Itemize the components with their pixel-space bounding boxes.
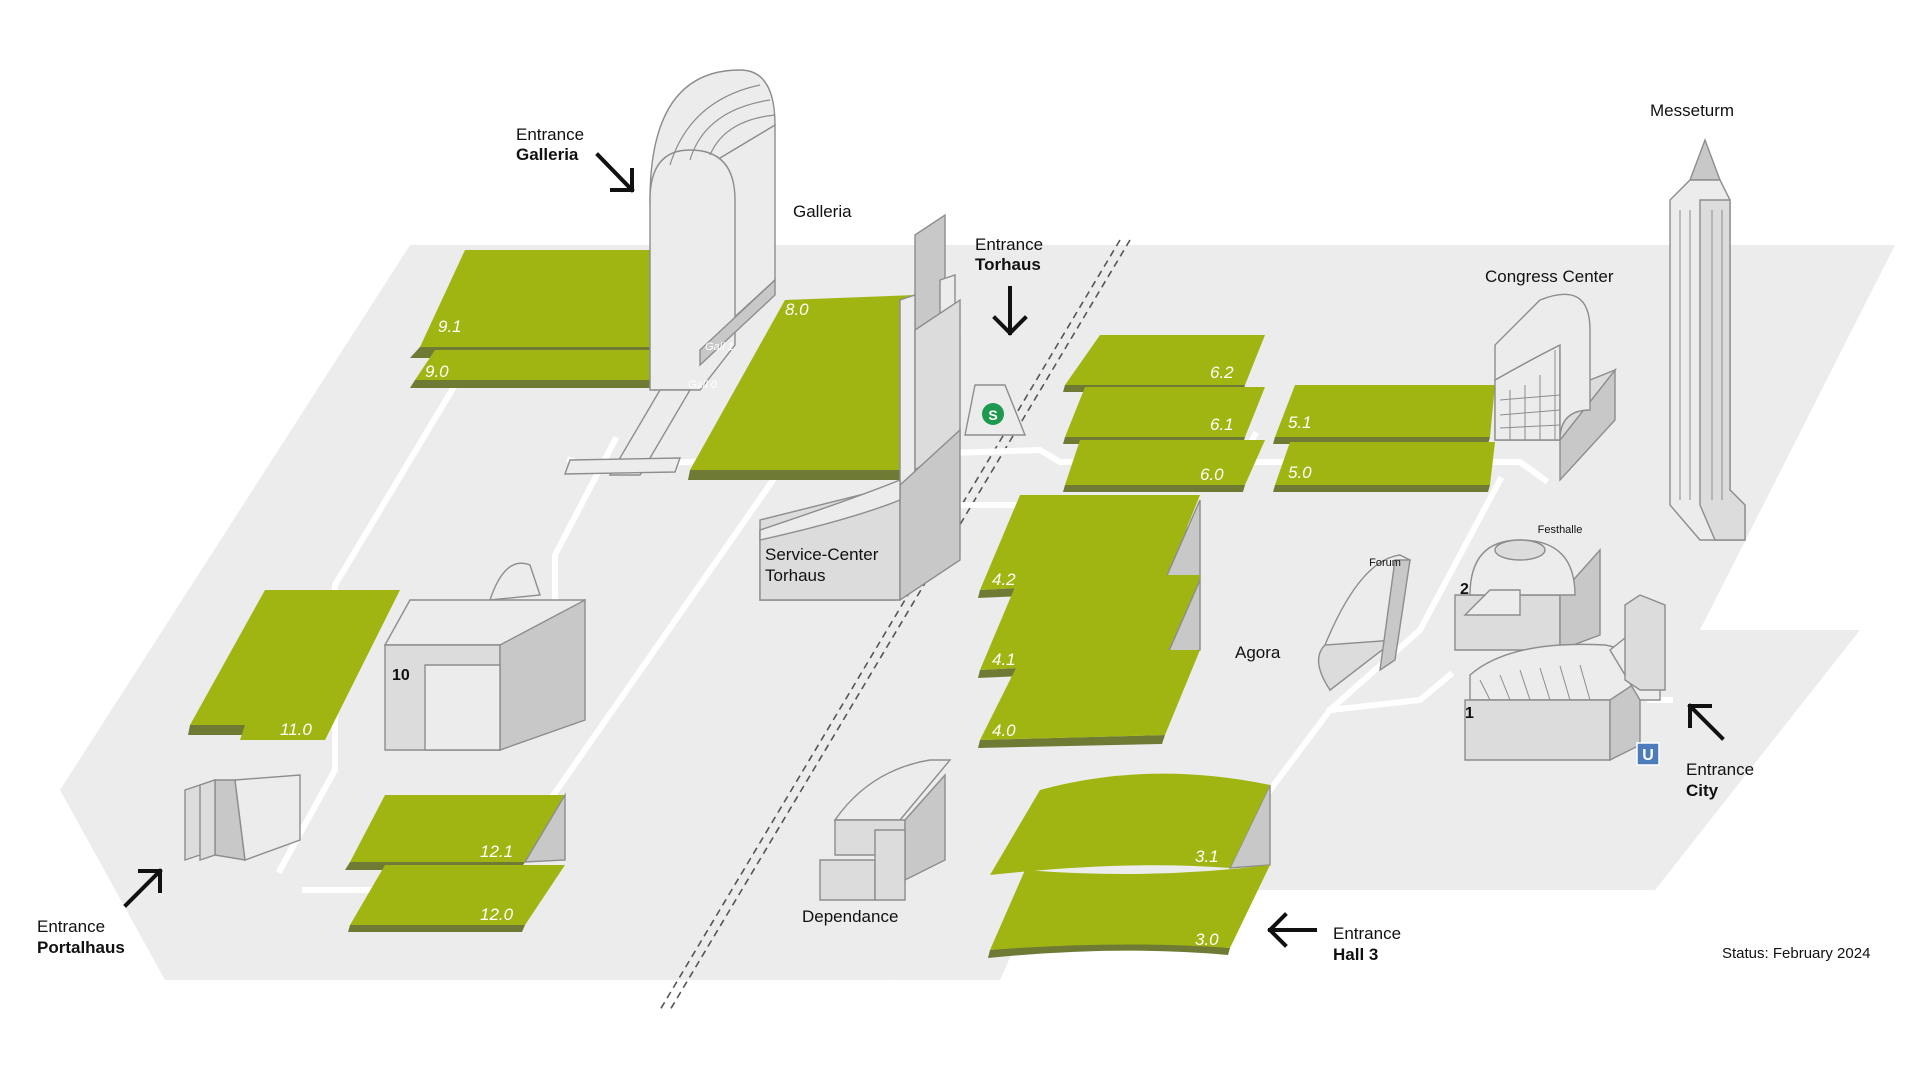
hall-label-6-0: 6.0 [1200, 465, 1224, 484]
sbahn-letter: S [988, 407, 997, 423]
hall-6-1[interactable] [1065, 387, 1265, 437]
entrance-portalhaus-word: Entrance [37, 917, 105, 936]
status-label: Status: February 2024 [1722, 945, 1870, 962]
entrance-city-name: City [1686, 781, 1719, 800]
messeturm-building [1669, 138, 1746, 541]
hall-label-4-2: 4.2 [992, 570, 1016, 589]
galleria-level-1-label: Gall 1 [705, 341, 734, 353]
entrance-portalhaus-name: Portalhaus [37, 938, 125, 957]
hall-6-2[interactable] [1065, 335, 1265, 385]
entrance-hall3-name: Hall 3 [1333, 945, 1378, 964]
hall-8-0[interactable] [690, 295, 915, 470]
forum-label: Forum [1369, 557, 1401, 569]
hall-11-0[interactable] [190, 590, 400, 740]
hall-label-6-1: 6.1 [1210, 415, 1234, 434]
hall-4-0[interactable] [980, 650, 1200, 740]
hall-9-1[interactable] [420, 250, 700, 347]
galleria-building: Gall 1 Gall 0 [564, 69, 776, 476]
arrow-city-icon [1687, 703, 1725, 741]
dependance-building [819, 759, 952, 901]
hall-label-3-0: 3.0 [1195, 930, 1219, 949]
railway-line-b [669, 239, 1131, 1011]
hall-5-0[interactable] [1275, 442, 1495, 485]
arrow-hall3-icon [1267, 912, 1317, 948]
entrance-hall3-word: Entrance [1333, 924, 1401, 943]
arrow-galleria-icon [595, 152, 635, 193]
congress-center-building [1494, 293, 1618, 482]
hall-9-0[interactable] [415, 350, 715, 380]
hall-6-0[interactable] [1065, 440, 1265, 485]
service-center-label-2: Torhaus [765, 566, 825, 585]
agora-label: Agora [1235, 643, 1281, 662]
hall-label-9-1: 9.1 [438, 317, 462, 336]
entrance-torhaus-word: Entrance [975, 235, 1043, 254]
hall-label-5-1: 5.1 [1288, 413, 1312, 432]
hall-12-0[interactable] [350, 865, 565, 925]
hall-1-building: 1 [1464, 594, 1666, 762]
messeturm-label: Messeturm [1650, 101, 1734, 120]
hall-2-label: 2 [1460, 581, 1469, 598]
hall-label-12-0: 12.0 [480, 905, 514, 924]
hall-4-1[interactable] [980, 575, 1200, 670]
portalhaus-building [184, 774, 301, 861]
entrance-torhaus-name: Torhaus [975, 255, 1041, 274]
galleria-level-0-label: Gall 0 [688, 379, 718, 391]
ubahn-station: U [1636, 742, 1660, 766]
hall-1-label: 1 [1465, 705, 1474, 722]
hall-label-8-0: 8.0 [785, 300, 809, 319]
hall-10-label: 10 [392, 667, 410, 684]
hall-label-5-0: 5.0 [1288, 463, 1312, 482]
entrance-city-word: Entrance [1686, 760, 1754, 779]
hall-label-12-1: 12.1 [480, 842, 513, 861]
sbahn-station: S [964, 384, 1027, 436]
torhaus-building [759, 213, 961, 602]
sbahn-icon [982, 403, 1004, 425]
hall-10-building: 10 [383, 562, 587, 751]
congress-center-label: Congress Center [1485, 267, 1614, 286]
hall-label-9-0: 9.0 [425, 362, 449, 381]
hall-label-3-1: 3.1 [1195, 847, 1219, 866]
galleria-label: Galleria [793, 202, 852, 221]
festhalle-label: Festhalle [1538, 524, 1583, 536]
ubahn-letter: U [1642, 747, 1654, 764]
hall-5-1[interactable] [1275, 385, 1495, 437]
hall-label-4-1: 4.1 [992, 650, 1016, 669]
hall-label-4-0: 4.0 [992, 721, 1016, 740]
festhalle-building: Festhalle 2 [1454, 524, 1601, 652]
hall-4-2[interactable] [980, 495, 1200, 590]
entrance-galleria-word: Entrance [516, 125, 584, 144]
railway-line-a [659, 239, 1121, 1011]
forum-building: Forum [1317, 554, 1411, 692]
hall-label-11-0: 11.0 [280, 720, 312, 739]
dependance-label: Dependance [802, 907, 898, 926]
hall-3-0[interactable] [990, 865, 1270, 950]
hall-3-1[interactable] [990, 773, 1270, 875]
arrow-torhaus-icon [992, 286, 1028, 336]
entrance-galleria-name: Galleria [516, 145, 579, 164]
hall-label-6-2: 6.2 [1210, 363, 1234, 382]
service-center-label-1: Service-Center [765, 545, 879, 564]
hall-12-1[interactable] [350, 795, 565, 862]
ubahn-icon [1636, 742, 1660, 766]
arrow-portalhaus-icon [123, 868, 163, 908]
